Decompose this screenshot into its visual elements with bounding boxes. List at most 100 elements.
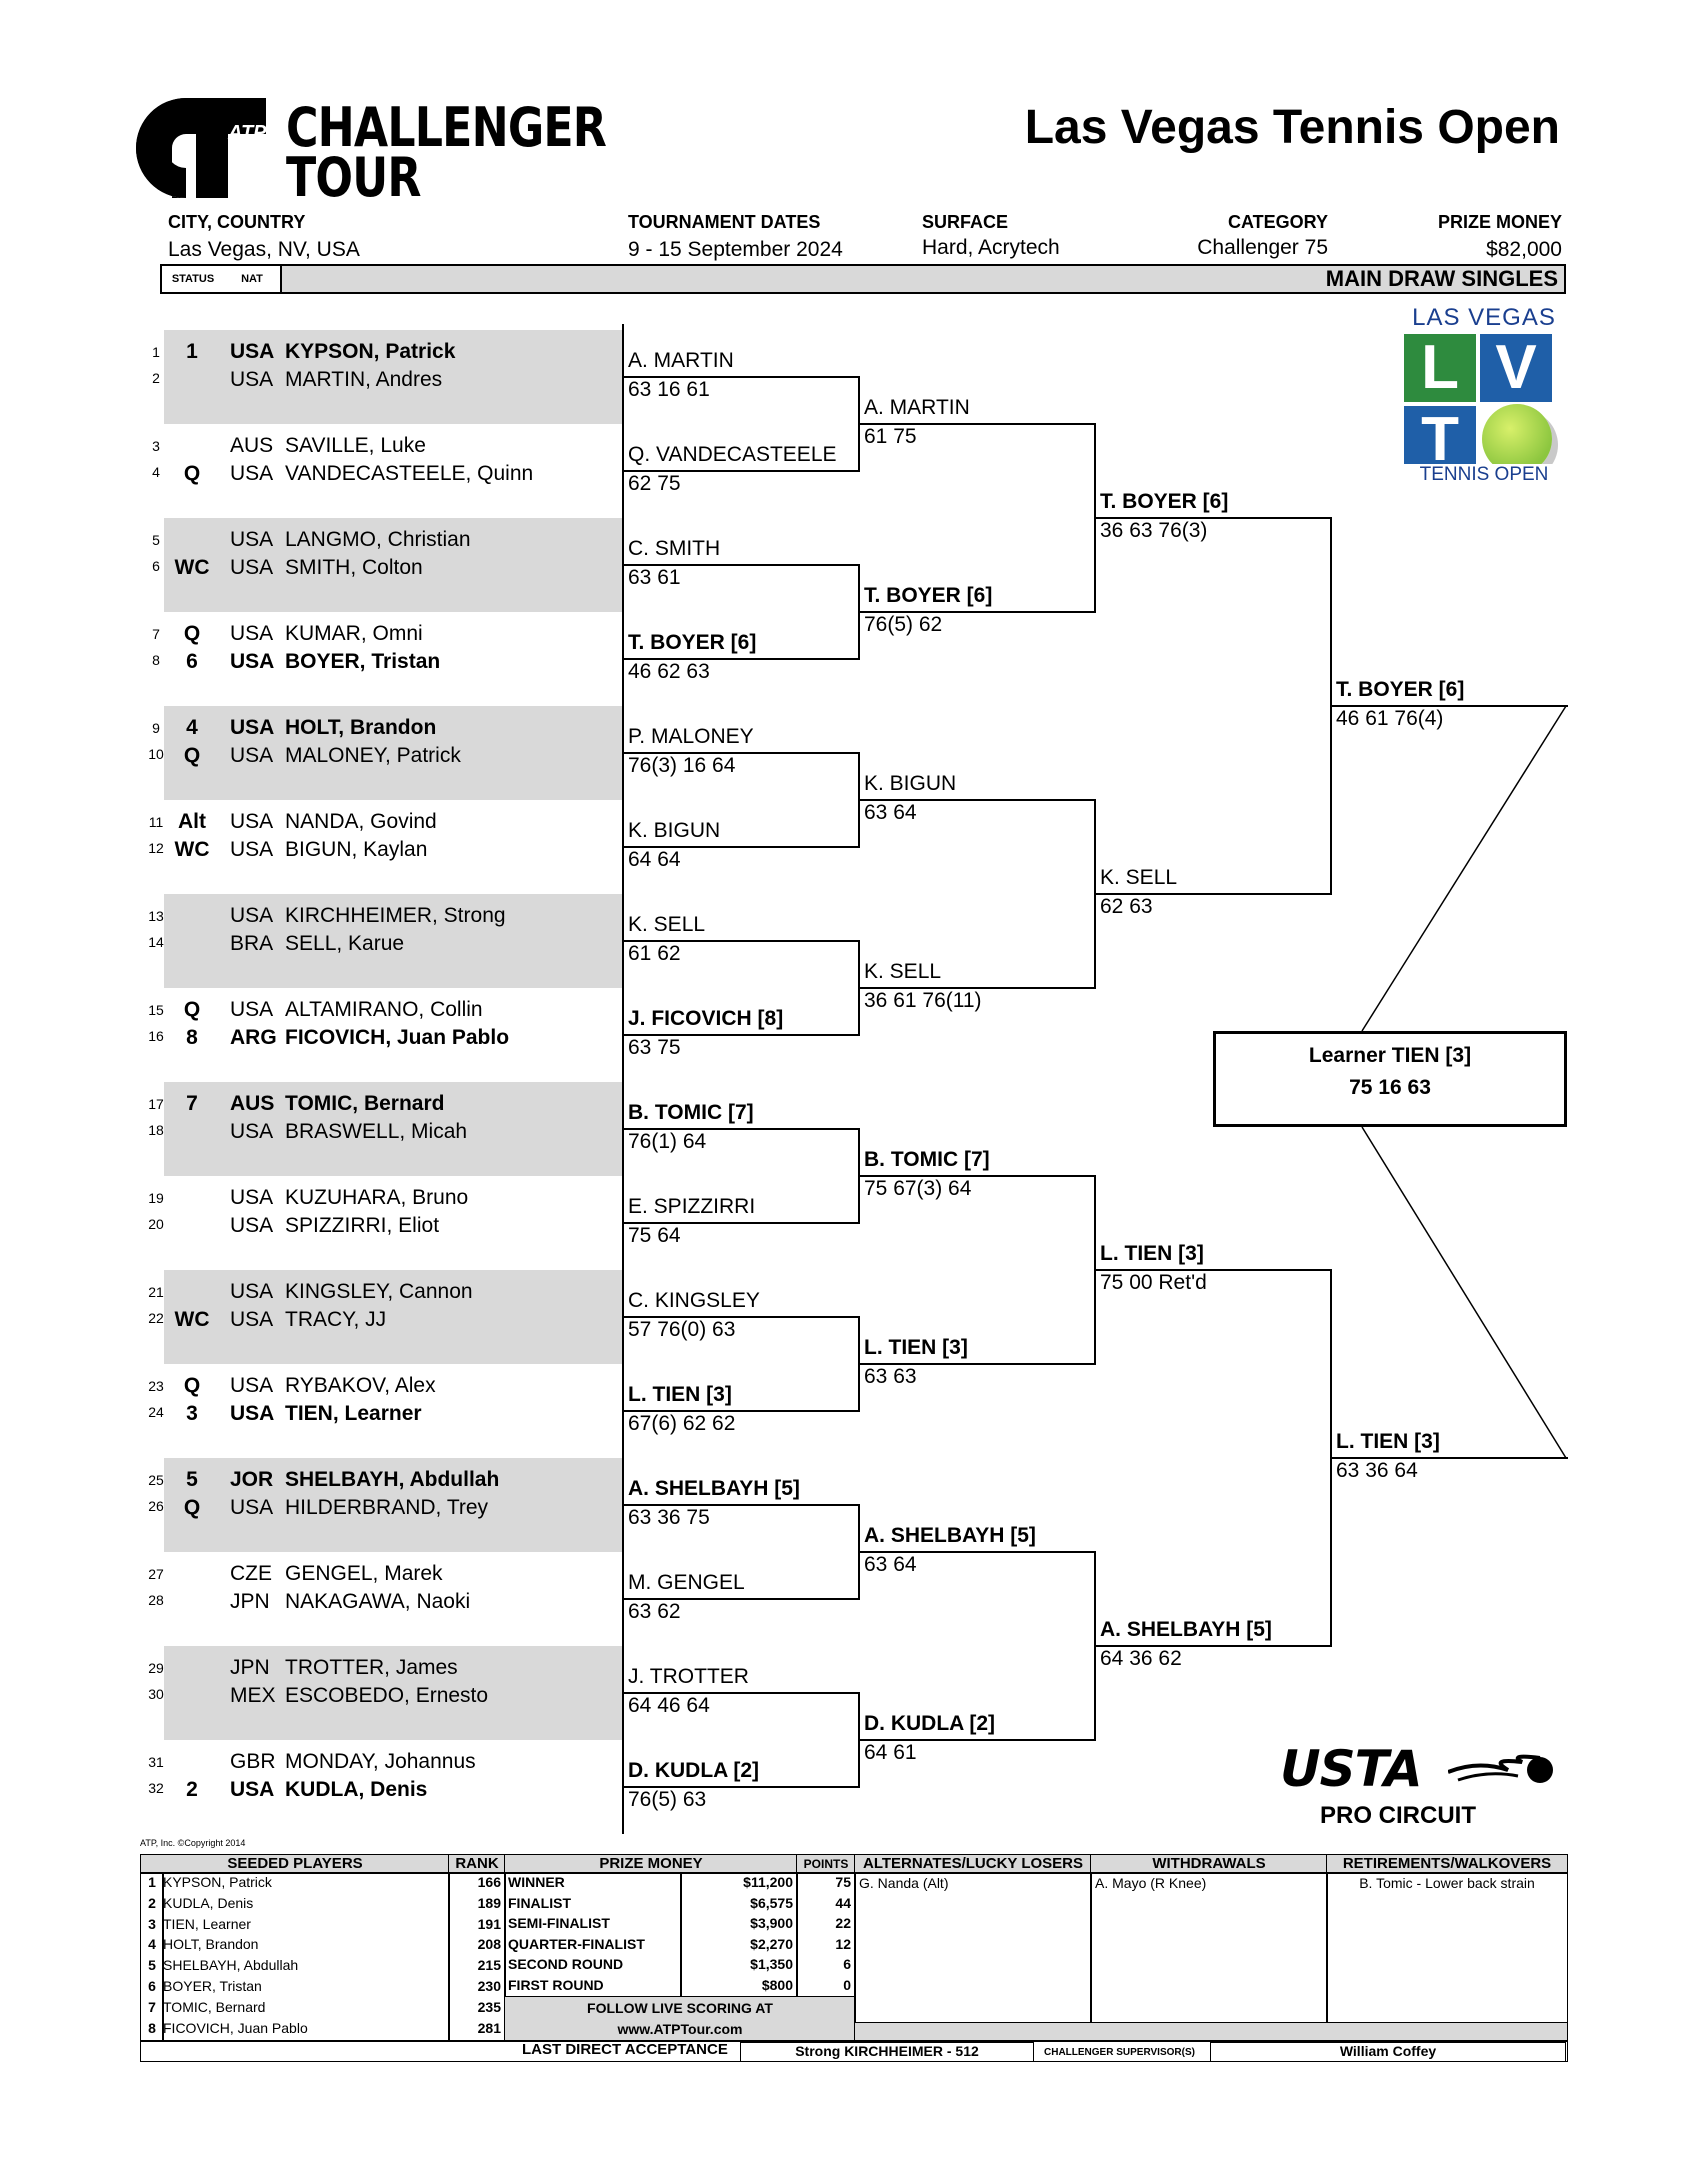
surface-value: Hard, Acrytech [922,236,1060,259]
player-name: MALONEY, Patrick [285,744,461,767]
draw-position-number: 6 [152,558,160,574]
round-2-winner-name: A. MARTIN [628,349,734,372]
player-name: VANDECASTEELE, Quinn [285,462,534,485]
round-3-match-score: 76(5) 62 [864,613,943,636]
draw-position-number: 9 [152,720,160,736]
round-4-match-score: 75 00 Ret'd [1100,1271,1207,1294]
player-nationality: USA [230,1778,275,1801]
seed-player-name: TIEN, Learner [163,1915,251,1932]
bracket-line [624,1598,860,1600]
player-name: FICOVICH, Juan Pablo [285,1026,510,1049]
player-name: SPIZZIRRI, Eliot [285,1214,440,1237]
draw-position-number: 15 [148,1002,164,1018]
round-5-match-score: 46 61 76(4) [1336,707,1444,730]
player-nationality: JPN [230,1656,270,1679]
player-name: SMITH, Colton [285,556,423,579]
live-scoring-url[interactable]: www.ATPTour.com [617,2021,743,2037]
seed-player-name: KYPSON, Patrick [163,1874,272,1890]
draw-position-number: 17 [148,1096,164,1112]
round-2-match-score: 64 64 [628,848,681,871]
seed-rank: 235 [477,1998,501,2015]
bracket-line [860,423,1096,425]
bracket-line [624,658,860,660]
draw-position-number: 22 [148,1310,164,1326]
seed-rank: 215 [477,1957,501,1974]
bracket-connector [858,1692,860,1788]
status-column-header: STATUS [162,266,226,292]
player-nationality: USA [230,744,274,767]
round-3-match-score: 63 63 [864,1365,917,1388]
logo-atp-text: ATP [228,122,267,144]
draw-pair-background [164,894,624,988]
player-name: TROTTER, James [285,1656,458,1679]
player-name: KUDLA, Denis [285,1778,428,1801]
prize-amount: $6,575 [750,1894,793,1911]
bracket-line [624,752,860,754]
draw-position-number: 29 [148,1660,164,1676]
seed-number: 8 [148,2019,156,2036]
player-nationality: USA [230,998,274,1021]
gray-band [854,2022,1568,2042]
player-nationality: ARG [230,1026,277,1049]
seed-rank: 208 [477,1936,501,1953]
player-entry: ARG FICOVICH, Juan Pablo [230,1026,509,1050]
draw-position-number: 11 [148,814,164,830]
round-3-winner-name: T. BOYER [6] [864,584,993,607]
prize-amounts-list: $11,200$6,575$3,900$2,270$1,350$800 [680,1872,798,1998]
seed-player-name: KUDLA, Denis [163,1894,254,1911]
draw-pair-background [164,330,624,424]
round-2-match-score: 57 76(0) 63 [628,1318,736,1341]
draw-position-number: 30 [148,1686,164,1702]
withdrawals-list: A. Mayo (R Knee) [1090,1872,1328,2024]
player-nationality: AUS [230,1092,275,1115]
seed-player-name: TOMIC, Bernard [163,1998,266,2015]
player-name: HILDERBRAND, Trey [285,1496,489,1519]
player-nationality: MEX [230,1684,276,1707]
entry-status: Q [183,998,201,1021]
lv-letter-l: L [1404,334,1476,402]
round-3-winner-name: B. TOMIC [7] [864,1148,990,1171]
bracket-line [1096,1269,1332,1271]
player-name: MONDAY, Johannus [285,1750,476,1773]
champion-score: 75 16 63 [1349,1076,1431,1099]
player-nationality: USA [230,1186,274,1209]
player-nationality: USA [230,1496,274,1519]
bracket-line [624,1410,860,1412]
round-4-winner-name: A. SHELBAYH [5] [1100,1618,1272,1641]
lv-logo-bottom-text: TENNIS OPEN [1400,464,1568,486]
entry-status: 1 [186,340,198,363]
bracket-connector [1094,1551,1096,1741]
bracket-line [860,611,1096,613]
round-2-winner-name: P. MALONEY [628,725,754,748]
round-2-winner-name: K. BIGUN [628,819,721,842]
live-scoring-box: FOLLOW LIVE SCORING AT www.ATPTour.com [504,1996,856,2042]
player-nationality: USA [230,1374,274,1397]
round-2-match-score: 76(5) 63 [628,1788,707,1811]
bracket-line [624,1222,860,1224]
lv-logo-top-text: LAS VEGAS [1412,304,1556,331]
tournament-dates-label: TOURNAMENT DATES [628,212,821,232]
tournament-dates-value: 9 - 15 September 2024 [628,238,843,261]
player-nationality: USA [230,838,274,861]
round-3-winner-name: L. TIEN [3] [864,1336,968,1359]
player-name: KIRCHHEIMER, Strong [285,904,506,927]
round-2-match-score: 63 62 [628,1600,681,1623]
draw-pair-background [164,1270,624,1364]
round-4-match-score: 36 63 76(3) [1100,519,1208,542]
seed-player-name: HOLT, Brandon [163,1936,259,1953]
seed-rank: 166 [477,1874,501,1890]
champion-name: Learner TIEN [3] [1308,1044,1472,1067]
player-nationality: USA [230,810,274,833]
round-2-match-score: 63 16 61 [628,378,710,401]
prize-round-label: FIRST ROUND [508,1976,604,1993]
